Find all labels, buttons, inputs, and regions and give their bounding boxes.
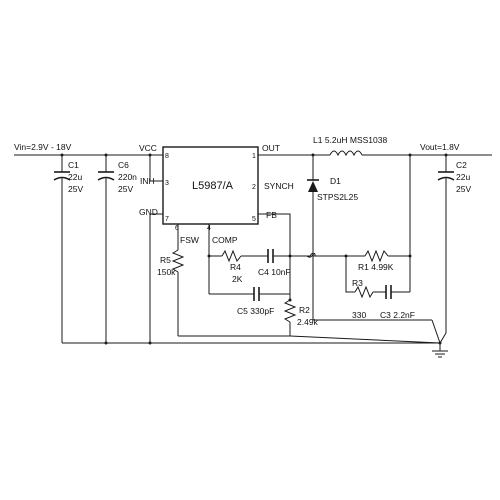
pin-fb-number: 5	[252, 216, 256, 223]
c6-value: 220n	[118, 172, 137, 182]
vin-label: Vin=2.9V - 18V	[14, 142, 72, 152]
l1-label: L1 5.2uH MSS1038	[313, 135, 387, 145]
pin-out-number: 1	[252, 153, 256, 160]
ic-gnd-wire	[149, 213, 163, 343]
vout-label: Vout=1.8V	[420, 142, 460, 152]
r3-ref: R3	[352, 278, 363, 288]
c2-ref: C2	[456, 160, 467, 170]
r5-ref: R5	[160, 255, 171, 265]
pin-comp-name: COMP	[212, 235, 238, 245]
c4-label: C4 10nF	[258, 267, 291, 277]
c3-label: C3 2.2nF	[380, 310, 415, 320]
ic-body	[162, 146, 259, 225]
pin-fsw-name: FSW	[180, 235, 199, 245]
pin-gnd-number: 7	[165, 216, 169, 223]
pin-inh-number: 3	[165, 180, 169, 187]
c1-rating: 25V	[68, 184, 83, 194]
l1-inductor	[329, 150, 363, 157]
c6-ref: C6	[118, 160, 129, 170]
fb-wire	[258, 213, 291, 300]
pin-fb-name: FB	[266, 210, 277, 220]
r2-resistor	[283, 299, 297, 336]
ground-icon	[432, 343, 448, 358]
r1-resistor	[290, 249, 412, 263]
pin-synch-name: SYNCH	[264, 181, 294, 191]
output-rail	[362, 153, 492, 157]
pin-synch-number: 2	[252, 184, 256, 191]
r1-label: R1 4.99K	[358, 262, 394, 272]
c1-ref: C1	[68, 160, 79, 170]
r4-value: 2K	[232, 274, 243, 284]
d1-part: STPS2L25	[317, 192, 358, 202]
pin-out-name: OUT	[262, 143, 280, 153]
r3-c3-branch	[345, 256, 410, 299]
pin-inh-name: INH	[140, 176, 155, 186]
r5-value: 150k	[157, 267, 176, 277]
c1-value: 22u	[68, 172, 82, 182]
input-rail	[14, 153, 163, 182]
pin-fsw-number: 6	[175, 225, 179, 232]
c1-capacitor	[53, 155, 71, 343]
d1-diode	[307, 155, 319, 320]
comp-network	[207, 224, 290, 301]
d1-ref: D1	[330, 176, 341, 186]
r2-ref: R2	[299, 305, 310, 315]
r2-value: 2.49k	[297, 317, 319, 327]
c2-rating: 25V	[456, 184, 471, 194]
r5-resistor	[171, 224, 185, 336]
pin-vcc-name: VCC	[139, 143, 157, 153]
c2-value: 22u	[456, 172, 470, 182]
c6-rating: 25V	[118, 184, 133, 194]
ic-name: L5987/A	[192, 180, 234, 192]
c6-capacitor	[97, 155, 115, 343]
switch-node-wire	[258, 153, 330, 157]
c2-capacitor	[437, 155, 455, 333]
c5-label: C5 330pF	[237, 306, 274, 316]
r3-value: 330	[352, 310, 366, 320]
pin-gnd-name: GND	[139, 207, 158, 217]
ground-returns	[62, 319, 447, 345]
r4-ref: R4	[230, 262, 241, 272]
pin-vcc-number: 8	[165, 153, 169, 160]
